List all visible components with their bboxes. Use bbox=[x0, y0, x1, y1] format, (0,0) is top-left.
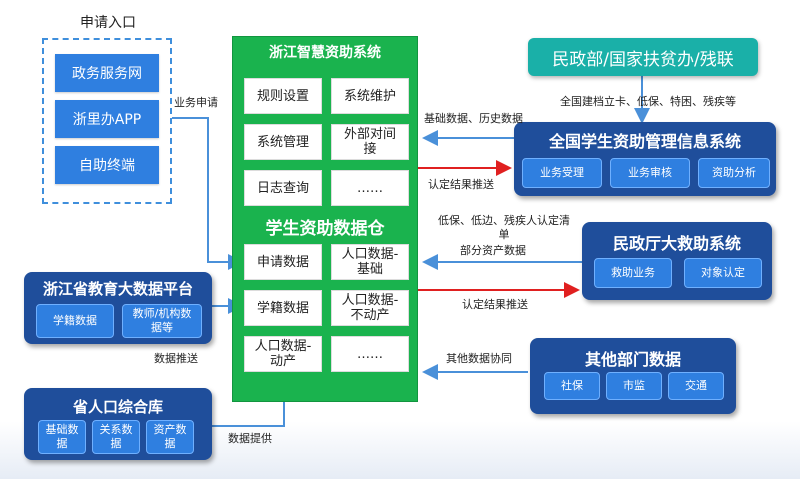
label-low-income-list: 低保、低边、残疾人认定清单 bbox=[438, 214, 570, 241]
civil-object-identification[interactable]: 对象认定 bbox=[684, 258, 762, 288]
label-data-push: 数据推送 bbox=[154, 352, 198, 365]
label-basic-history: 基础数据、历史数据 bbox=[424, 112, 523, 125]
entry-title: 申请入口 bbox=[80, 15, 136, 31]
entry-gov-service-net[interactable]: 政务服务网 bbox=[55, 54, 159, 92]
label-result-push-civil: 认定结果推送 bbox=[462, 298, 528, 311]
population-basic-box[interactable]: 人口数据-基础 bbox=[331, 244, 409, 280]
national-aid-analysis[interactable]: 资助分析 bbox=[698, 158, 770, 188]
national-business-review[interactable]: 业务审核 bbox=[610, 158, 690, 188]
label-result-push-national: 认定结果推送 bbox=[428, 178, 494, 191]
apply-data-box[interactable]: 申请数据 bbox=[244, 244, 322, 280]
other-social-security[interactable]: 社保 bbox=[544, 372, 600, 400]
smart-aid-system-title: 浙江智慧资助系统 bbox=[269, 45, 381, 61]
national-system-title: 全国学生资助管理信息系统 bbox=[548, 132, 741, 151]
label-other-collab: 其他数据协同 bbox=[446, 352, 512, 365]
system-management-box[interactable]: 系统管理 bbox=[244, 124, 322, 160]
data-warehouse-title: 学生资助数据仓 bbox=[265, 219, 385, 239]
label-national-archive: 全国建档立卡、低保、特困、残疾等 bbox=[560, 95, 736, 108]
arrow-entry-to-apply bbox=[172, 117, 244, 270]
edu-platform-title: 浙江省教育大数据平台 bbox=[42, 280, 193, 298]
civil-dept-title: 民政厅大救助系统 bbox=[612, 234, 741, 253]
entry-zhelibang-app[interactable]: 浙里办APP bbox=[55, 100, 159, 138]
label-business-apply: 业务申请 bbox=[174, 96, 218, 109]
other-transport[interactable]: 交通 bbox=[668, 372, 724, 400]
entry-self-service-terminal[interactable]: 自助终端 bbox=[55, 146, 159, 184]
label-data-provide: 数据提供 bbox=[228, 432, 272, 445]
civil-rescue-business[interactable]: 救助业务 bbox=[594, 258, 672, 288]
system-maintenance-box[interactable]: 系统维护 bbox=[331, 78, 409, 114]
other-dept-title: 其他部门数据 bbox=[584, 350, 681, 369]
population-relation-data[interactable]: 关系数据 bbox=[92, 420, 140, 454]
entry-group bbox=[42, 38, 172, 204]
more-bottom-box: …… bbox=[331, 336, 409, 372]
more-top-box: …… bbox=[331, 170, 409, 206]
log-query-box[interactable]: 日志查询 bbox=[244, 170, 322, 206]
other-market-supervision[interactable]: 市监 bbox=[606, 372, 662, 400]
national-business-accept[interactable]: 业务受理 bbox=[522, 158, 602, 188]
civil-ministry-box[interactable]: 民政部/国家扶贫办/残联 bbox=[528, 38, 758, 76]
edu-enrollment-data[interactable]: 学籍数据 bbox=[36, 304, 114, 338]
edu-teacher-institution-data[interactable]: 教师/机构数据等 bbox=[122, 304, 202, 338]
rule-settings-box[interactable]: 规则设置 bbox=[244, 78, 322, 114]
population-asset-data[interactable]: 资产数据 bbox=[146, 420, 194, 454]
population-movable-box[interactable]: 人口数据-动产 bbox=[244, 336, 322, 372]
external-interface-box[interactable]: 外部对间接 bbox=[331, 124, 409, 160]
label-partial-asset: 部分资产数据 bbox=[460, 244, 526, 257]
population-realestate-box[interactable]: 人口数据-不动产 bbox=[331, 290, 409, 326]
population-db-title: 省人口综合库 bbox=[72, 398, 163, 416]
population-basic-data[interactable]: 基础数据 bbox=[38, 420, 86, 454]
enrollment-data-box[interactable]: 学籍数据 bbox=[244, 290, 322, 326]
